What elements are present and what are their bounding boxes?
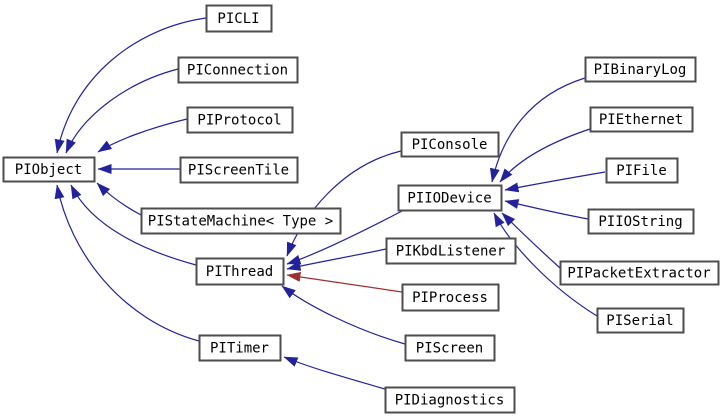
class-node-label-piconnection[interactable]: PIConnection bbox=[187, 63, 288, 79]
class-node-box-piprocess[interactable] bbox=[401, 283, 500, 312]
inheritance-edge-picli-to-piobject bbox=[54, 17, 207, 154]
class-node-box-piobject[interactable] bbox=[2, 156, 96, 183]
class-node-box-piscreen[interactable] bbox=[404, 334, 496, 362]
inheritance-edge-piconnection-to-piobject bbox=[65, 68, 179, 154]
class-node-pifile[interactable]: PIFile bbox=[605, 157, 679, 184]
class-node-box-piscreentile[interactable] bbox=[179, 156, 299, 184]
class-node-label-piiodevice[interactable]: PIIODevice bbox=[407, 191, 491, 207]
class-node-picli[interactable]: PICLI bbox=[205, 4, 273, 33]
class-node-piconsole[interactable]: PIConsole bbox=[400, 131, 500, 158]
inheritance-edge-pikbdlistener-to-pithread bbox=[286, 248, 387, 271]
class-node-label-piiostring[interactable]: PIIOString bbox=[598, 214, 682, 230]
inheritance-edge-pifile-to-piiodevice bbox=[504, 171, 606, 193]
class-node-box-pistatemachine[interactable] bbox=[140, 207, 342, 235]
class-node-label-piethernet[interactable]: PIEthernet bbox=[599, 112, 683, 128]
inheritance-edge-piscreen-to-pithread bbox=[281, 285, 406, 345]
inheritance-edge-pipacketextractor-to-piiodevice bbox=[501, 212, 561, 269]
inheritance-edge-pibinarylog-to-piiodevice bbox=[489, 77, 586, 183]
class-node-piconnection[interactable]: PIConnection bbox=[177, 56, 299, 84]
class-node-box-piiostring[interactable] bbox=[587, 208, 695, 235]
inheritance-edge-piprocess-to-pithread bbox=[286, 272, 403, 293]
inheritance-edge-piiostring-to-piiodevice bbox=[504, 199, 589, 220]
inheritance-edge-pidiagnostics-to-pitimer bbox=[283, 356, 386, 390]
class-node-box-pidiagnostics[interactable] bbox=[384, 386, 516, 414]
class-node-piiostring[interactable]: PIIOString bbox=[587, 208, 695, 235]
class-node-label-pistatemachine[interactable]: PIStateMachine< Type > bbox=[148, 214, 333, 230]
class-node-pibinarylog[interactable]: PIBinaryLog bbox=[584, 56, 697, 83]
inheritance-edge-pistatemachine-to-piobject bbox=[96, 182, 142, 216]
inheritance-edge-piserial-to-piiodevice bbox=[493, 212, 598, 317]
class-node-piscreentile[interactable]: PIScreenTile bbox=[179, 156, 299, 184]
nodes-layer: PIObject PICLI PIConnectionPIProtocolPIScr… bbox=[2, 4, 720, 414]
class-node-box-piconnection[interactable] bbox=[177, 56, 299, 84]
class-node-box-pikbdlistener[interactable] bbox=[385, 237, 517, 265]
class-node-label-piobject[interactable]: PIObject bbox=[15, 162, 82, 178]
class-node-label-pitimer[interactable]: PITimer bbox=[210, 341, 269, 357]
class-node-label-pipacketextractor[interactable]: PIPacketExtractor bbox=[567, 266, 710, 282]
class-node-label-piprocess[interactable]: PIProcess bbox=[412, 290, 488, 306]
class-node-box-picli[interactable] bbox=[205, 4, 273, 33]
class-node-label-piconsole[interactable]: PIConsole bbox=[412, 137, 488, 153]
class-node-pistatemachine[interactable]: PIStateMachine< Type > bbox=[140, 207, 342, 235]
inheritance-edge-pitimer-to-piobject bbox=[54, 184, 200, 342]
edges-layer bbox=[54, 17, 606, 390]
class-node-pipacketextractor[interactable]: PIPacketExtractor bbox=[559, 260, 720, 286]
class-node-box-piiodevice[interactable] bbox=[397, 184, 503, 212]
inheritance-edge-pithread-to-piobject bbox=[70, 184, 197, 266]
class-node-piscreen[interactable]: PIScreen bbox=[404, 334, 496, 362]
inheritance-edge-piethernet-to-piiodevice bbox=[499, 128, 591, 183]
class-node-label-pithread[interactable]: PIThread bbox=[206, 264, 273, 280]
class-node-label-piprotocol[interactable]: PIProtocol bbox=[197, 113, 281, 129]
class-node-label-piscreen[interactable]: PIScreen bbox=[416, 341, 483, 357]
class-node-box-pithread[interactable] bbox=[195, 257, 285, 286]
class-node-label-pidiagnostics[interactable]: PIDiagnostics bbox=[395, 393, 505, 409]
class-node-piprotocol[interactable]: PIProtocol bbox=[186, 106, 294, 134]
class-node-box-piethernet[interactable] bbox=[589, 106, 694, 133]
class-node-pikbdlistener[interactable]: PIKbdListener bbox=[385, 237, 517, 265]
class-node-piserial[interactable]: PISerial bbox=[596, 307, 685, 334]
class-node-box-piconsole[interactable] bbox=[400, 131, 500, 158]
class-node-box-piprotocol[interactable] bbox=[186, 106, 294, 134]
inheritance-edge-piprotocol-to-piobject bbox=[97, 118, 188, 153]
class-node-label-picli[interactable]: PICLI bbox=[217, 11, 259, 27]
class-node-box-pitimer[interactable] bbox=[198, 334, 282, 362]
class-node-box-pibinarylog[interactable] bbox=[584, 56, 697, 83]
class-node-piethernet[interactable]: PIEthernet bbox=[589, 106, 694, 133]
class-node-pitimer[interactable]: PITimer bbox=[198, 334, 282, 362]
class-node-box-pipacketextractor[interactable] bbox=[559, 260, 720, 286]
class-node-piobject[interactable]: PIObject bbox=[2, 156, 96, 183]
class-node-piprocess[interactable]: PIProcess bbox=[401, 283, 500, 312]
inheritance-edge-piconsole-to-pithread bbox=[286, 150, 402, 257]
class-node-box-pifile[interactable] bbox=[605, 157, 679, 184]
class-node-pidiagnostics[interactable]: PIDiagnostics bbox=[384, 386, 516, 414]
class-node-label-piserial[interactable]: PISerial bbox=[606, 313, 673, 329]
class-node-label-piscreentile[interactable]: PIScreenTile bbox=[188, 163, 289, 179]
class-node-piiodevice[interactable]: PIIODevice bbox=[397, 184, 503, 212]
inheritance-edge-piiodevice-to-pithread bbox=[286, 209, 405, 265]
class-node-label-pikbdlistener[interactable]: PIKbdListener bbox=[396, 244, 506, 260]
class-node-label-pibinarylog[interactable]: PIBinaryLog bbox=[594, 62, 687, 78]
class-node-box-piserial[interactable] bbox=[596, 307, 685, 334]
class-node-pithread[interactable]: PIThread bbox=[195, 257, 285, 286]
class-node-label-pifile[interactable]: PIFile bbox=[616, 163, 667, 179]
